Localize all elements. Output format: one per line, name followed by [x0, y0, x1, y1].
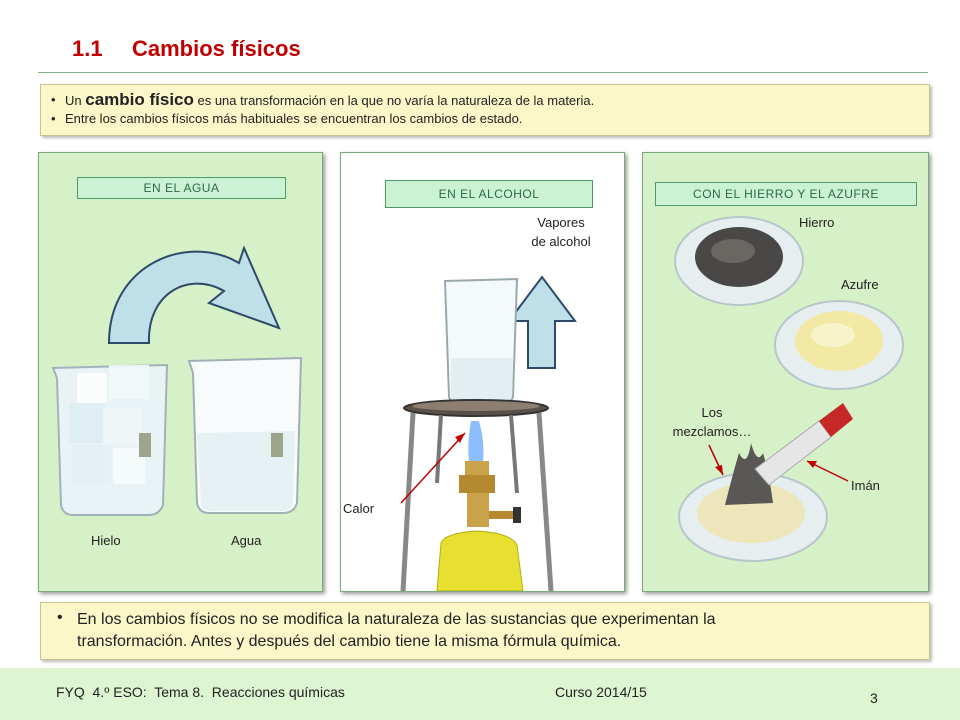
footer-course: FYQ 4.º ESO: Tema 8. Reacciones químicas [56, 684, 345, 700]
tag-hierro-azufre: CON EL HIERRO Y EL AZUFRE [655, 182, 917, 206]
iron-sulfur-illustration [674, 216, 904, 562]
label-mezclamos-line1: Los [701, 405, 723, 420]
label-mezclamos-line2: mezclamos… [672, 424, 752, 439]
conclusion-bullet: • [57, 609, 63, 626]
intro-text-pre: Un [65, 93, 86, 108]
section-title: Cambios físicos [132, 36, 301, 61]
intro-bullet-1: Un cambio físico es una transformación e… [51, 91, 929, 110]
title-divider [38, 72, 928, 73]
magnet [754, 403, 853, 486]
alcohol-illustration [400, 275, 577, 591]
mixture-dish [678, 443, 828, 562]
footer-year: Curso 2014/15 [555, 684, 647, 700]
page-number: 3 [870, 690, 878, 706]
intro-bullet-2: Entre los cambios físicos más habituales… [51, 110, 929, 128]
tag-en-el-agua: EN EL AGUA [77, 177, 286, 199]
panel-water: EN EL AGUA Hielo Agua [38, 152, 323, 592]
panel-iron-sulfur: CON EL HIERRO Y EL AZUFRE Hierro Azufre … [642, 152, 929, 592]
water-beaker [187, 356, 303, 514]
flame [468, 421, 484, 461]
label-mezclamos: Los mezclamos… [657, 403, 767, 441]
label-iman: Imán [851, 478, 880, 493]
water-illustration [51, 245, 303, 516]
up-arrow [507, 275, 577, 369]
label-vapores-line1: Vapores [537, 215, 585, 230]
panel-alcohol: EN EL ALCOHOL Vapores de alcohol Calor [340, 152, 625, 592]
footer: FYQ 4.º ESO: Tema 8. Reacciones químicas… [0, 668, 960, 720]
intro-box: Un cambio físico es una transformación e… [40, 84, 930, 136]
label-agua: Agua [231, 533, 262, 548]
intro-text-post: es una transformación en la que no varía… [193, 93, 595, 108]
sulfur-dish [774, 300, 904, 390]
section-number: 1.1 [72, 36, 103, 61]
conclusion-text: En los cambios físicos no se modifica la… [77, 609, 917, 653]
label-hierro: Hierro [799, 215, 835, 230]
label-azufre: Azufre [841, 277, 879, 292]
iron-dish [674, 216, 804, 306]
curved-arrow [107, 245, 281, 344]
label-vapores: Vapores de alcohol [511, 213, 611, 251]
conclusion-line2: transformación. Antes y después del camb… [77, 633, 622, 650]
keyword-cambio-fisico: cambio físico [85, 90, 194, 109]
slide-title: 1.1 Cambios físicos [72, 36, 301, 62]
label-calor: Calor [343, 501, 375, 516]
conclusion-line1: En los cambios físicos no se modifica la… [77, 611, 716, 628]
label-hielo: Hielo [91, 533, 121, 548]
ice-beaker [51, 363, 169, 516]
label-vapores-line2: de alcohol [531, 234, 591, 249]
tag-en-el-alcohol: EN EL ALCOHOL [385, 180, 593, 208]
conclusion-box: • En los cambios físicos no se modifica … [40, 602, 930, 660]
heat-pointer [400, 432, 466, 504]
